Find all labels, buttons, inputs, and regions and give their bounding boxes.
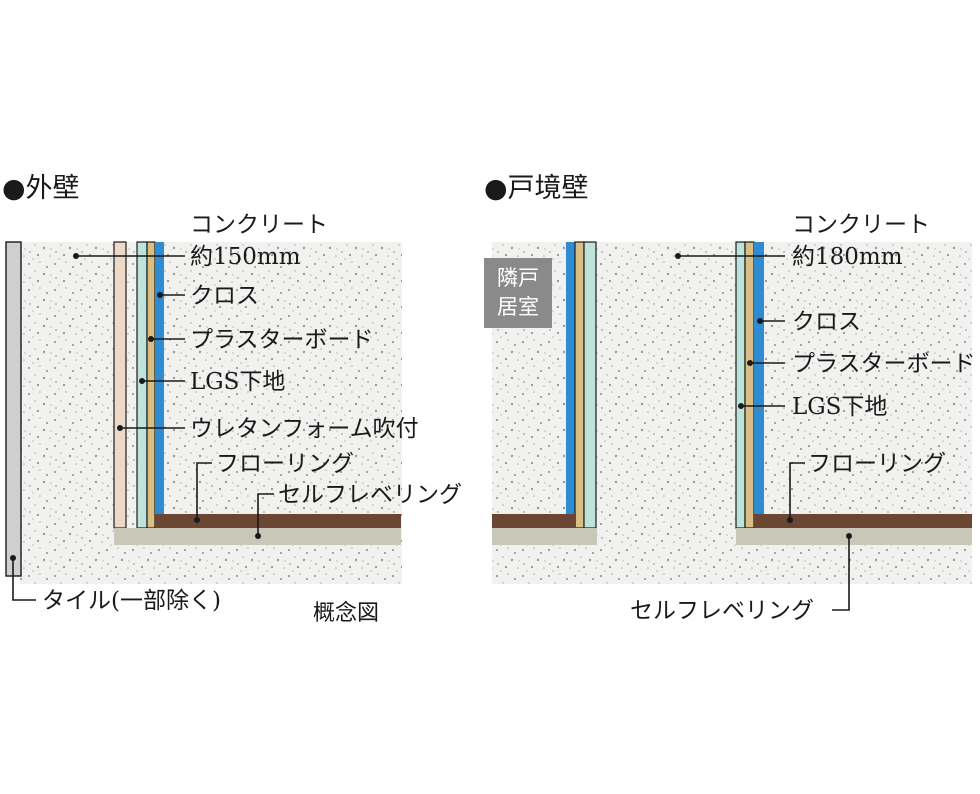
boundary-title: ●戸境壁 [484,173,589,204]
exterior-label-flooring: フローリング [216,451,354,477]
boundary-label-concrete-thickness: 約180mm [792,244,903,270]
exterior-urethane-foam [113,241,127,529]
neighbor-room-label-2: 居室 [497,295,539,319]
boundary-lgs [735,241,746,529]
boundary-plasterboard [744,241,755,529]
diagram-caption: 概念図 [313,601,379,626]
boundary-leaders [675,253,852,611]
boundary-cloth [754,242,764,514]
boundary-label-self-leveling: セルフレベリング [630,598,814,624]
exterior-leaders [10,253,274,601]
exterior-label-lgs: LGS下地 [190,369,285,395]
exterior-label-tile: タイル(一部除く) [42,588,221,614]
exterior-cloth [155,242,164,514]
exterior-label-urethane: ウレタンフォーム吹付 [190,416,419,442]
boundary-label-plasterboard: プラスターボード [792,351,976,377]
exterior-label-cloth: クロス [190,283,259,309]
boundary-neighbor-lgs [583,241,597,529]
exterior-plasterboard [146,241,156,529]
neighbor-room-label-1: 隣戸 [497,266,539,290]
exterior-flooring [155,514,401,528]
boundary-label-flooring: フローリング [808,451,946,477]
boundary-neighbor-flooring [492,514,576,528]
exterior-lgs [136,241,148,529]
exterior-label-concrete-thickness: 約150mm [190,244,301,270]
exterior-label-concrete: コンクリート [190,212,328,238]
boundary-neighbor-self-leveling [492,528,597,545]
exterior-label-plasterboard: プラスターボード [190,327,374,353]
boundary-label-lgs: LGS下地 [792,394,887,420]
boundary-self-leveling [736,528,972,545]
exterior-tile [5,241,22,577]
exterior-label-self-leveling: セルフレベリング [278,482,462,508]
exterior-title: ●外壁 [2,173,80,204]
boundary-neighbor-plasterboard [574,241,585,529]
neighbor-room-box [484,258,552,328]
boundary-flooring [754,514,972,528]
boundary-neighbor-cloth [566,242,575,514]
boundary-label-cloth: クロス [792,309,861,335]
boundary-label-concrete: コンクリート [792,212,930,238]
